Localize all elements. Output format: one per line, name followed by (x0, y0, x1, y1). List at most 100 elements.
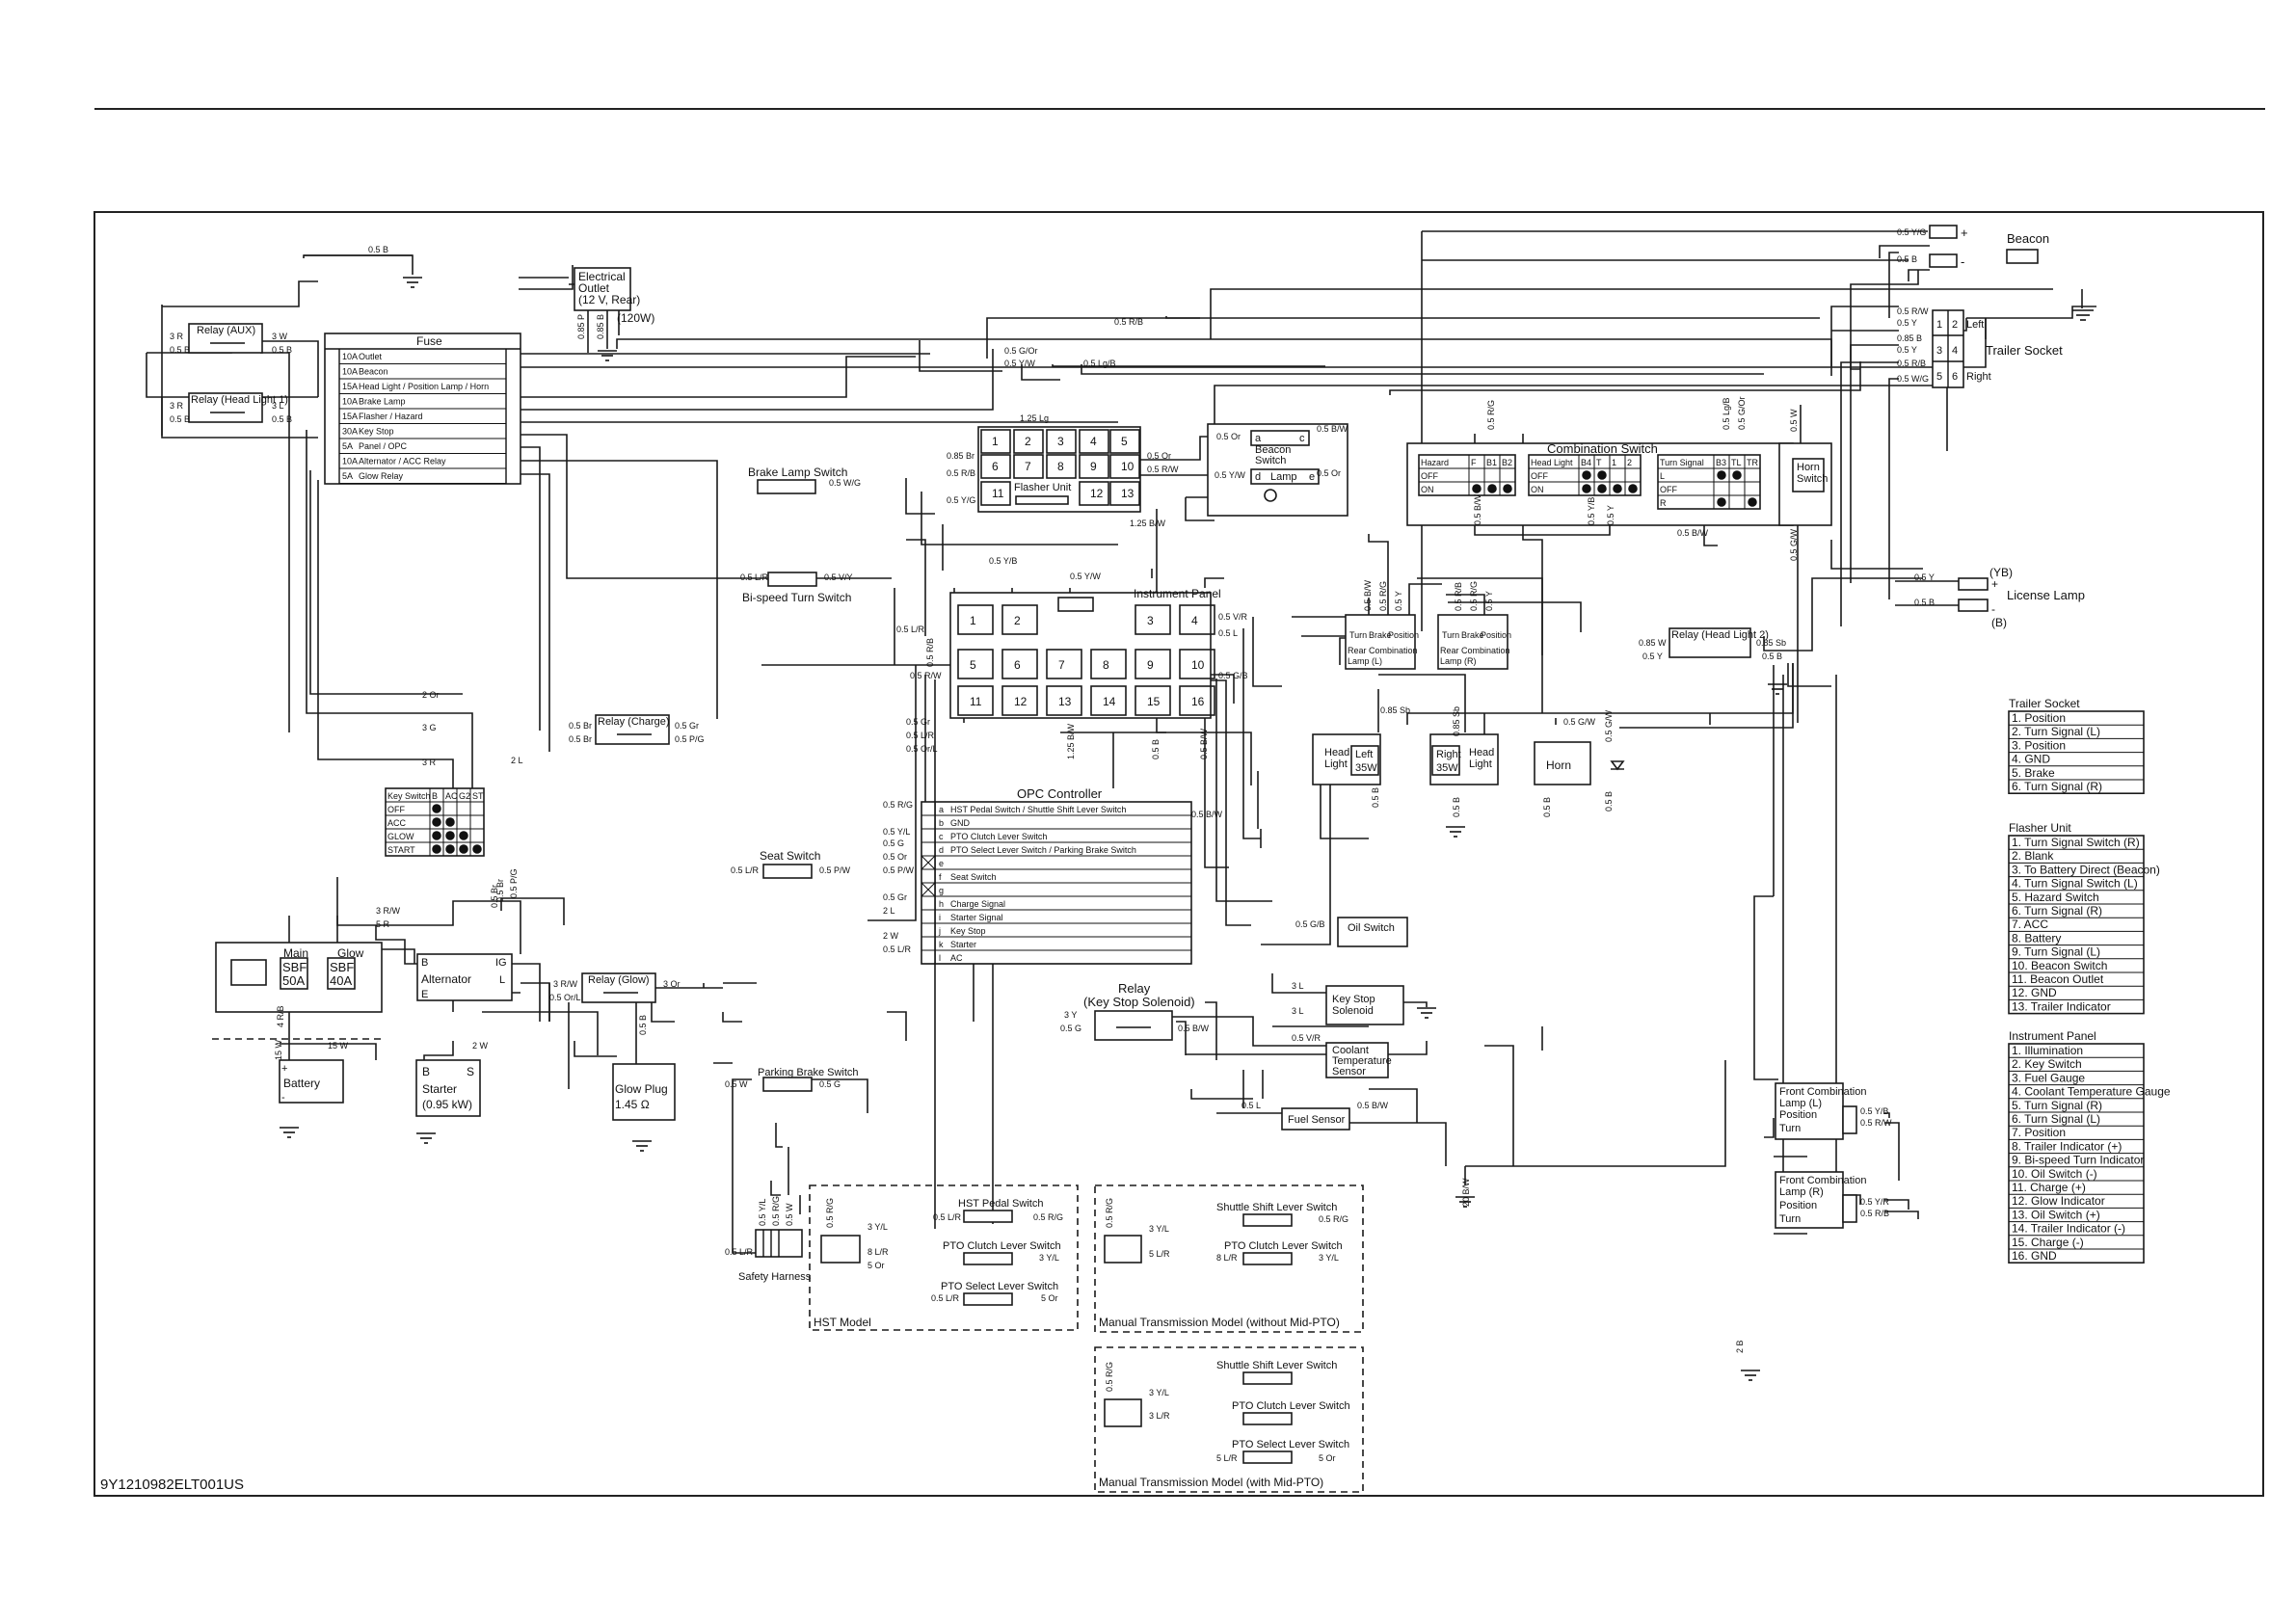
svg-text:0.5 Gr: 0.5 Gr (883, 892, 907, 902)
svg-text:0.5 B: 0.5 B (1604, 791, 1614, 812)
svg-text:0.5 Y: 0.5 Y (1394, 591, 1403, 611)
svg-text:40A: 40A (330, 973, 352, 988)
legend-item: 4. Turn Signal Switch (L) (2012, 877, 2138, 891)
svg-text:0.5 R/B: 0.5 R/B (1897, 359, 1926, 368)
table-header-cell: ST (472, 791, 484, 801)
svg-text:0.5 B: 0.5 B (368, 245, 388, 254)
license-lamp-label: License Lamp (2007, 588, 2085, 602)
horn-switch: Horn Switch 0.5 W 0.5 G/W (1778, 409, 1832, 561)
svg-text:0.5 Or/L: 0.5 Or/L (549, 993, 581, 1002)
instrument-pin-cell (1046, 649, 1082, 679)
svg-text:Bi-speed Turn Switch: Bi-speed Turn Switch (742, 591, 851, 604)
legend-item: 7. ACC (2012, 918, 2048, 931)
instrument-pin-cell (1135, 604, 1171, 635)
instrument-pin: 9 (1147, 658, 1154, 672)
opc-pin: j (938, 926, 941, 936)
combination-switch-title: Combination Switch (1547, 441, 1658, 456)
svg-text:0.5 Br: 0.5 Br (569, 721, 592, 731)
glow-plug: Glow Plug 1.45 Ω (612, 1063, 676, 1152)
svg-text:Brake: Brake (1369, 630, 1392, 640)
svg-text:Lamp (L): Lamp (L) (1779, 1098, 1822, 1109)
svg-text:Turn: Turn (1779, 1123, 1801, 1134)
table-row-label: ACC (387, 818, 407, 828)
svg-text:5 L/R: 5 L/R (1216, 1453, 1238, 1463)
svg-text:0.5 B/W: 0.5 B/W (1363, 579, 1373, 611)
svg-text:2 W: 2 W (472, 1041, 489, 1051)
contact-dot (1487, 484, 1497, 493)
opc-blank-pin (921, 882, 936, 897)
svg-text:Outlet: Outlet (578, 281, 610, 295)
svg-text:0.5 L/R: 0.5 L/R (931, 1293, 960, 1303)
instrument-pin: 15 (1147, 695, 1161, 708)
relay-key-stop-solenoid: Relay (Key Stop Solenoid) 3 Y 0.5 G 0.5 … (1060, 981, 1210, 1041)
ground-symbol (2072, 309, 2094, 321)
svg-text:1.45 Ω: 1.45 Ω (615, 1098, 650, 1111)
fuse-rating: 10A (342, 397, 358, 407)
contact-dot (1503, 484, 1512, 493)
beacon-lamp (2006, 249, 2039, 264)
main-fuse-box: Main Glow SBF 50A SBF 40A (215, 942, 383, 1013)
svg-text:2 W: 2 W (883, 931, 899, 941)
instrument-pin: 5 (970, 658, 976, 672)
contact-dot (445, 817, 455, 827)
flasher-pin: 5 (1121, 435, 1128, 448)
svg-text:15 W: 15 W (274, 1039, 283, 1060)
table-header-cell: T (1596, 458, 1602, 467)
instrument-pin: 11 (970, 695, 982, 708)
svg-text:2 L: 2 L (511, 756, 523, 765)
svg-text:HST Model: HST Model (814, 1316, 871, 1329)
svg-text:Horn: Horn (1797, 462, 1820, 473)
alternator: B IG Alternator L E 3 R/W 5 R 0.5 Br (376, 879, 513, 1001)
coolant-temperature-sensor: Coolant Temperature Sensor 0.5 V/R (1292, 1033, 1392, 1078)
svg-text:B: B (422, 1065, 430, 1078)
svg-text:Safety Harness: Safety Harness (738, 1271, 812, 1283)
diagram-code: 9Y1210982ELT001US (100, 1477, 244, 1493)
contact-dot (432, 817, 441, 827)
table-header-cell: Turn Signal (1660, 458, 1704, 467)
svg-text:0.5 W: 0.5 W (785, 1203, 794, 1226)
svg-text:Position: Position (1779, 1200, 1817, 1211)
svg-text:35W: 35W (1436, 762, 1458, 774)
svg-text:0.5 Gr: 0.5 Gr (906, 717, 930, 727)
svg-text:Rear Combination: Rear Combination (1348, 646, 1418, 655)
table-header-cell: Key Switch (387, 791, 431, 801)
svg-text:0.5 G/B: 0.5 G/B (1295, 919, 1325, 929)
svg-text:5 L/R: 5 L/R (1149, 1249, 1170, 1259)
opc-pin: i (939, 913, 941, 922)
svg-text:0.5 L/R: 0.5 L/R (933, 1212, 962, 1222)
svg-text:0.5 Y: 0.5 Y (1606, 505, 1615, 525)
instrument-pin-cell (1179, 604, 1215, 635)
svg-text:0.5 Y: 0.5 Y (1484, 591, 1494, 611)
flasher-unit-label: Flasher Unit (1014, 482, 1071, 493)
svg-text:0.5 B: 0.5 B (1371, 787, 1380, 808)
mt-without-mid-pto-block: Manual Transmission Model (without Mid-P… (1094, 1184, 1364, 1333)
ground-symbol (403, 277, 422, 288)
opc-pin: d (939, 845, 944, 855)
flasher-pin-cell (1046, 454, 1077, 479)
svg-text:0.5 L/R: 0.5 L/R (740, 572, 769, 582)
svg-text:0.5 P/G: 0.5 P/G (675, 734, 705, 744)
electrical-outlet: Electrical Outlet (12 V, Rear) (120W) 0.… (304, 245, 654, 361)
hst-model-block: HST Model 0.5 R/G 3 Y/L 8 L/R 5 Or HST P… (809, 1184, 1079, 1331)
fuse-name: Beacon (359, 367, 388, 377)
contact-dot (432, 844, 441, 854)
svg-text:0.5 Or: 0.5 Or (1317, 468, 1341, 478)
legend-item: 15. Charge (-) (2012, 1236, 2084, 1249)
contact-dot (1582, 484, 1591, 493)
flasher-pin-cell (980, 429, 1011, 454)
svg-text:0.5 L: 0.5 L (1218, 628, 1238, 638)
svg-text:Main: Main (283, 946, 308, 960)
contact-dot (1732, 470, 1742, 480)
svg-text:0.5 Br: 0.5 Br (569, 734, 592, 744)
svg-text:2 Or: 2 Or (422, 690, 440, 700)
ground-symbol (1455, 1196, 1475, 1208)
relay-head-light-1: Relay (Head Light 1) 3 R 3 L 0.5 B 0.5 B (170, 392, 292, 424)
trailer-pin-2: 2 (1952, 319, 1958, 331)
svg-text:0.5 Y/B: 0.5 Y/B (1587, 497, 1596, 525)
svg-text:0.5 B: 0.5 B (272, 345, 292, 355)
table-row-label: GLOW (387, 832, 414, 841)
svg-text:Lamp (R): Lamp (R) (1440, 656, 1477, 666)
table-header-cell: TR (1747, 458, 1758, 467)
